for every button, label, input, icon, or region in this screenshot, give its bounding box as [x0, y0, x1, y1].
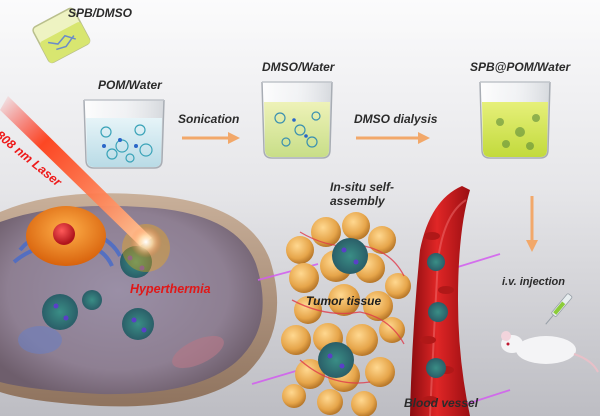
pom-water-beaker [83, 99, 165, 169]
sonication-arrow [182, 132, 240, 144]
label-iv-injection: i.v. injection [502, 276, 565, 288]
label-hyperthermia: Hyperthermia [130, 282, 211, 296]
label-sonication: Sonication [178, 112, 240, 126]
dmso-water-beaker [261, 81, 333, 159]
label-dmso-water: DMSO/Water [262, 60, 335, 74]
dialysis-arrow [356, 132, 430, 144]
injection-arrow [526, 196, 538, 252]
tumor-tissue [281, 212, 411, 416]
nucleolus [53, 223, 75, 245]
blood-vessel [410, 186, 470, 416]
label-blood-vessel: Blood vessel [404, 396, 479, 410]
label-dmso-dialysis: DMSO dialysis [354, 112, 438, 126]
spb-pom-water-beaker [479, 81, 551, 159]
spb-dmso-vial [32, 7, 91, 64]
mouse-injection [501, 293, 599, 373]
label-in-situ: In-situ self-assembly [330, 180, 395, 208]
label-spb-dmso: SPB/DMSO [68, 6, 133, 20]
label-pom-water: POM/Water [98, 78, 162, 92]
label-tumor-tissue: Tumor tissue [306, 294, 382, 308]
laser-beam [0, 96, 162, 258]
pom-clusters-in-water [100, 124, 153, 163]
label-spb-pom-water: SPB@POM/Water [470, 60, 571, 74]
